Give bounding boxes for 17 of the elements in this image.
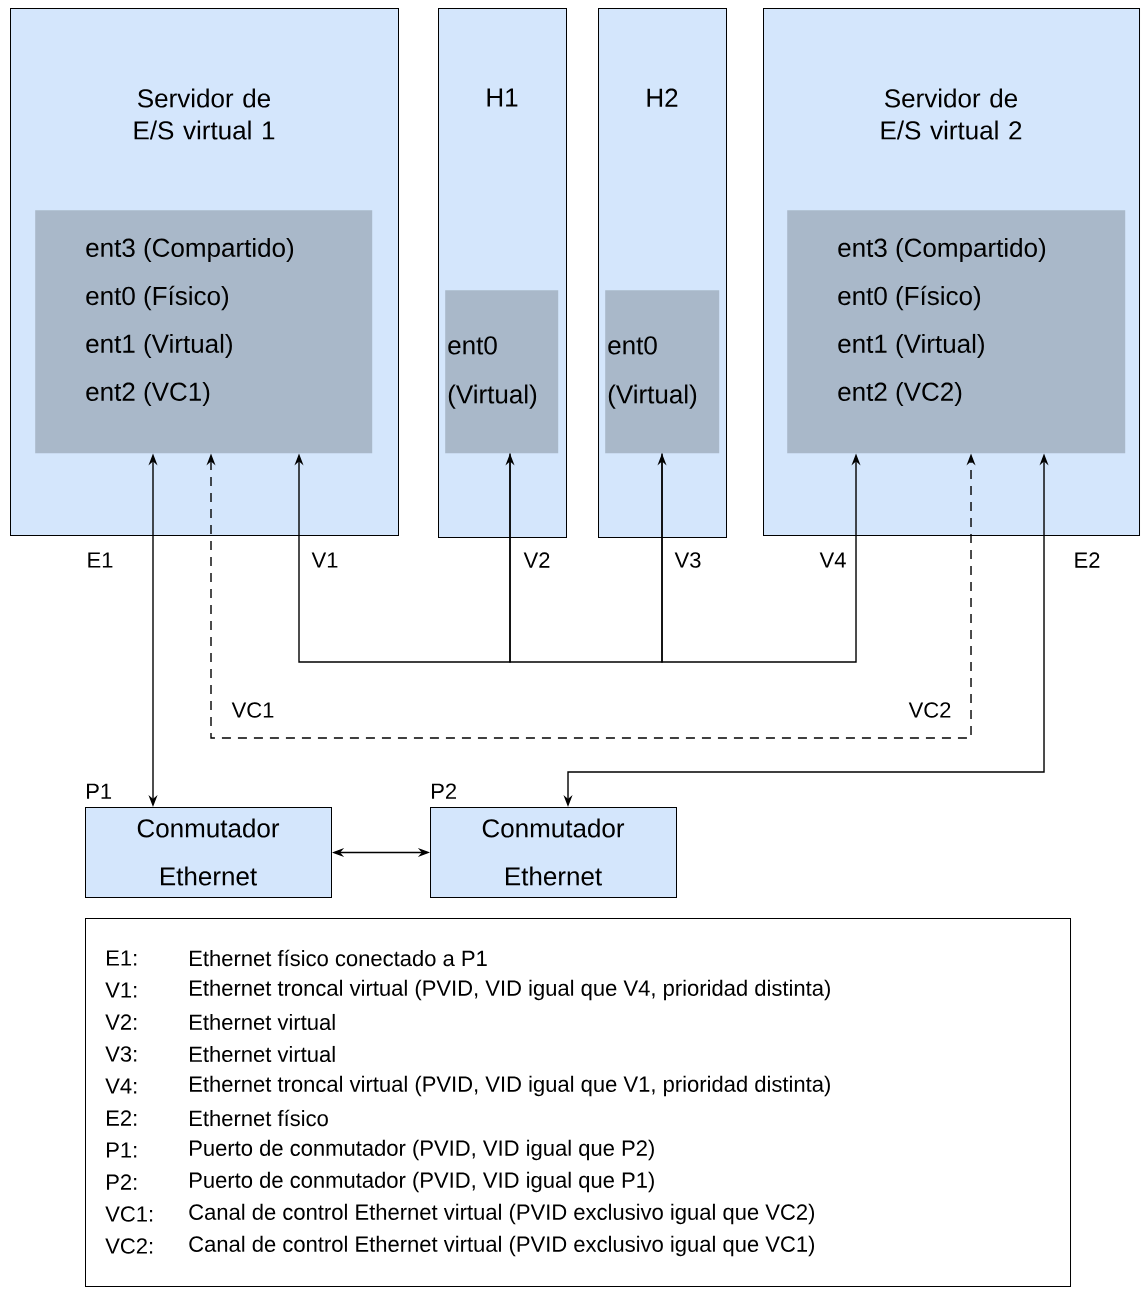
- adapter-panel: ent3 (Compartido) ent0 (Físico) ent1 (Virtual) ent2 (VC2): [787, 210, 1126, 454]
- port-label: P2: [432, 783, 456, 799]
- port-label: V1: [311, 552, 338, 568]
- key-box: E1: Ethernet físico conectado a P1 V1: Ethernet troncal virtual (PVID, VID igual que V4, prioridad distinta) V2: Ethernet virtual V3: Ethernet virtual V4: Ethernet troncal virtual (PVID, VID igual que V1, prioridad distinta) E2: Ethernet físico P1: Puerto de conmutador (PVID, VID igual que P2) P2: Puerto de conmutador (PVID, VID igual que P1) VC1: Canal de control Ethernet virtual (PVID exclusivo igual que VC2) VC2: Canal de control Ethernet virtual (PVID exclusivo igual que VC1): [85, 918, 1071, 1287]
- port-label: V3: [674, 552, 701, 568]
- adapter-panel: ent0 (Virtual): [445, 290, 559, 454]
- switch-box: Conmutador Ethernet: [85, 807, 332, 898]
- port-label: E1: [88, 552, 113, 568]
- port-label: VC1: [231, 702, 274, 718]
- port-label: P1: [87, 783, 112, 799]
- port-label: V4: [819, 552, 846, 568]
- adapter-panel: ent3 (Compartido) ent0 (Físico) ent1 (Virtual) ent2 (VC1): [35, 210, 373, 454]
- port-label: VC2: [908, 702, 951, 718]
- adapter-panel: ent0 (Virtual): [605, 290, 720, 454]
- port-label: E2: [1075, 552, 1100, 568]
- switch-box: Conmutador Ethernet: [430, 807, 677, 898]
- port-label: V2: [523, 552, 550, 568]
